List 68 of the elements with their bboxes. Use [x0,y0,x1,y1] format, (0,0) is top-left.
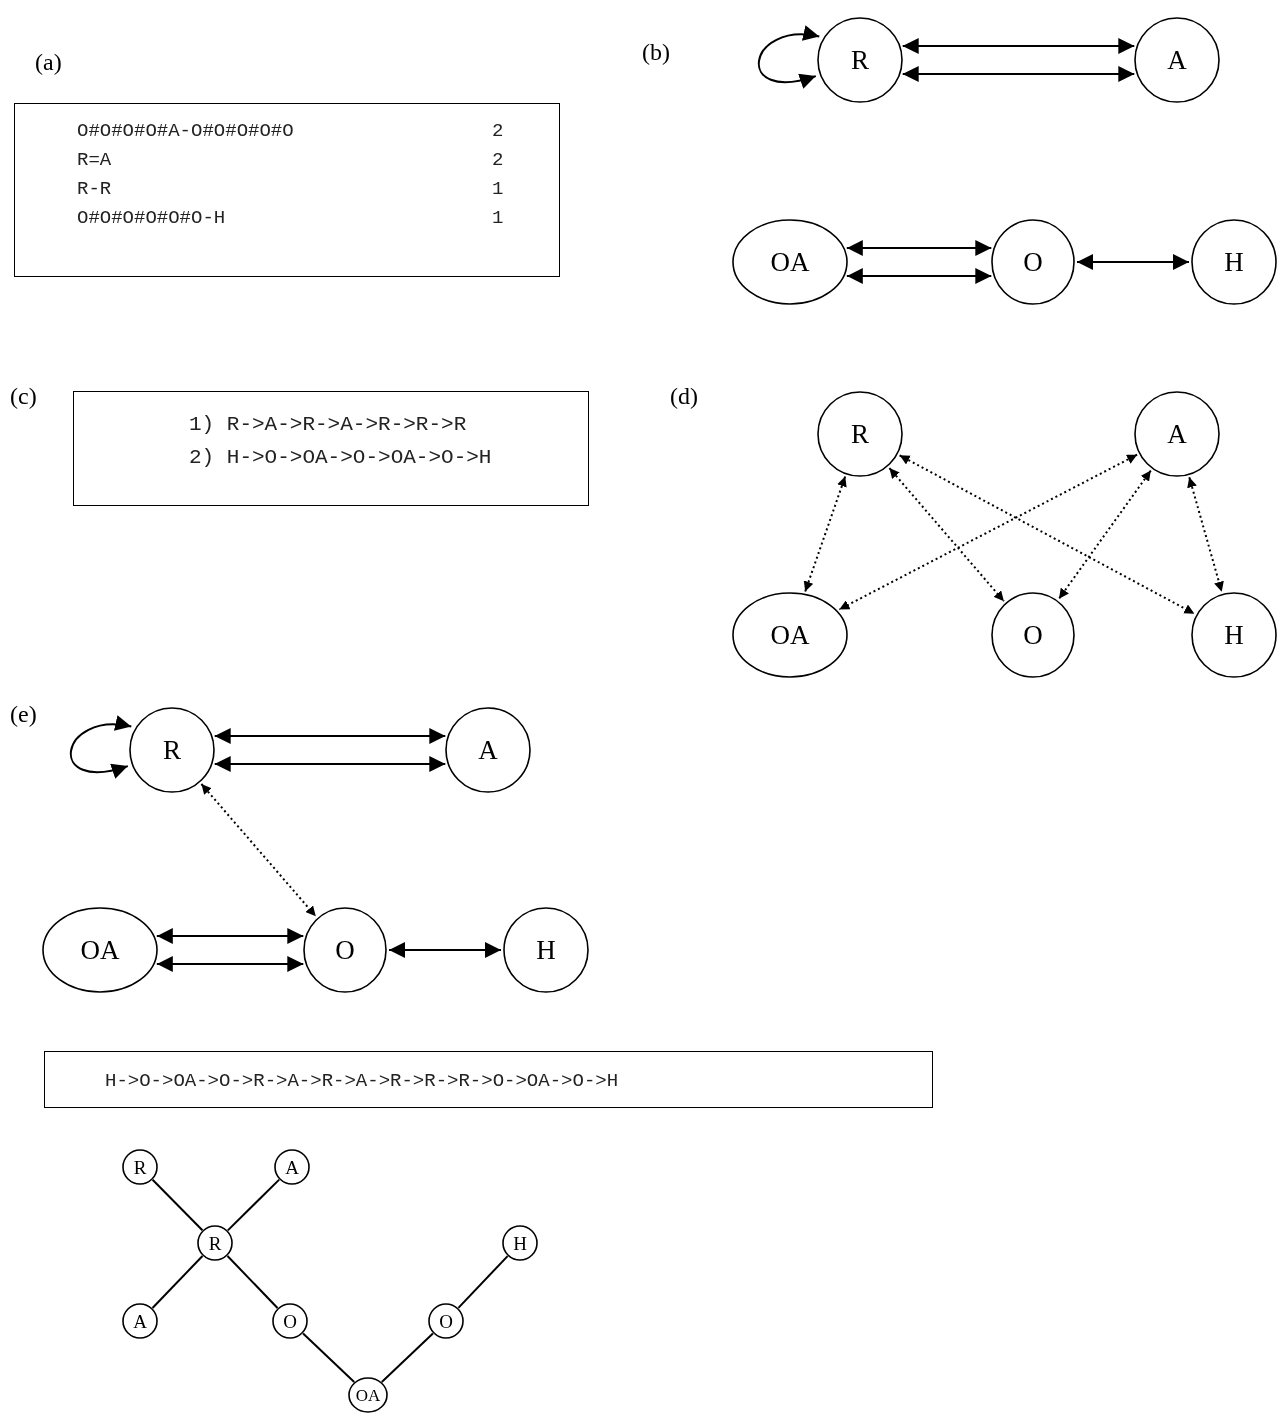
double-arrow [898,454,1196,615]
count-value: 1 [492,209,504,228]
node-label: R [163,736,181,764]
code-line: R=A [77,151,112,170]
code-line: R-R [77,180,112,199]
code-line: O#O#O#O#A-O#O#O#O#O [77,122,294,141]
double-arrow [803,475,847,593]
double-arrow [1187,476,1224,593]
loop-arrow [70,716,133,778]
double-arrow [845,268,993,284]
code-line: 1) R->A->R->A->R->R->R [189,414,467,435]
node-label: H [513,1233,527,1253]
node-label: H [536,936,556,964]
double-arrow [1058,469,1152,600]
node-label: O [1023,248,1043,276]
node-label: OA [770,621,810,649]
double-arrow [213,728,447,744]
node-label: O [335,936,355,964]
code-line: 2) H->O->OA->O->OA->O->H [189,447,492,468]
double-arrow [901,38,1136,54]
node-label: R [851,420,869,448]
node-label: OA [770,248,810,276]
node-label: O [439,1311,453,1331]
double-arrow [200,783,317,918]
connector-line [151,1178,204,1232]
node-label: O [1023,621,1043,649]
code-line: O#O#O#O#O#O-H [77,209,226,228]
double-arrow [888,467,1005,603]
loop-arrow [758,26,821,88]
double-arrow [155,928,305,944]
connector-line [226,1178,281,1232]
node-label: A [133,1311,147,1331]
node-label: A [478,736,498,764]
count-value: 1 [492,180,504,199]
double-arrow [155,956,305,972]
connector-line [457,1255,509,1309]
count-value: 2 [492,122,504,141]
double-arrow [838,453,1139,611]
double-arrow [1076,254,1190,270]
node-label: R [208,1233,222,1253]
text-box [14,103,560,277]
connector-line [151,1255,204,1309]
connector-line [380,1332,434,1383]
connector-line [226,1255,279,1309]
panel-label: (e) [10,702,37,726]
node-label: R [851,46,869,74]
panel-label: (c) [10,384,37,408]
node-label: A [285,1157,299,1177]
panel-label: (d) [670,384,698,408]
count-value: 2 [492,151,504,170]
double-arrow [845,240,993,256]
connector-line [302,1332,356,1383]
node-label: A [1167,420,1187,448]
double-arrow [213,756,447,772]
node-label: O [283,1311,297,1331]
node-label: OA [355,1386,381,1404]
double-arrow [901,66,1136,82]
code-line: H->O->OA->O->R->A->R->A->R->R->R->O->OA->O->H [105,1072,619,1091]
double-arrow [388,942,502,958]
panel-label: (b) [642,40,670,64]
node-label: H [1224,248,1244,276]
node-label: R [133,1157,147,1177]
panel-label: (a) [35,50,62,74]
node-label: H [1224,621,1244,649]
text-box [73,391,589,506]
node-label: OA [80,936,120,964]
text-box [44,1051,933,1108]
node-label: A [1167,46,1187,74]
